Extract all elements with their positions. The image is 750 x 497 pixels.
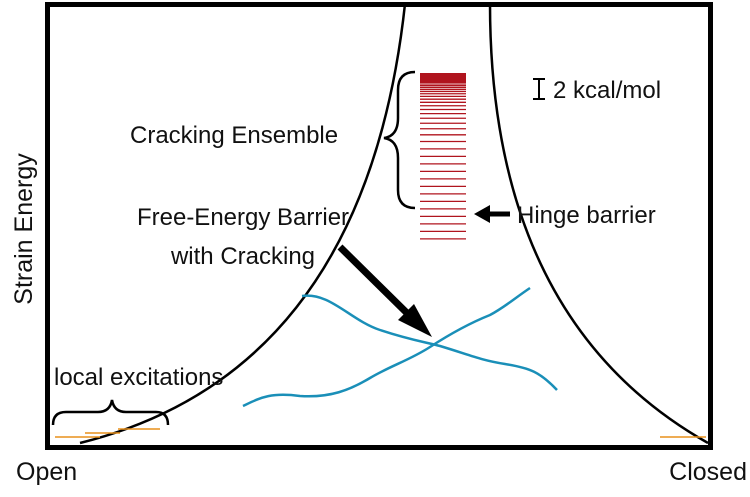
open-state-curve [79,3,407,445]
free-energy-curve-ascending [242,286,531,408]
free-energy-curve-descending [301,294,558,391]
hinge-barrier-arrow [474,205,510,223]
plot-frame [45,2,713,450]
free-energy-barrier-label-line2: with Cracking [170,243,315,270]
x-axis-open-label: Open [16,458,77,486]
local-excitations-brace [51,399,170,426]
scale-bar [533,78,545,100]
cracking-ensemble-label: Cracking Ensemble [130,122,338,149]
closed-state-curve [488,3,709,445]
local-excitation-levels [55,428,706,438]
free-energy-barrier-label-line1: Free-Energy Barrier [137,204,349,231]
cracking-ensemble-levels [420,73,466,240]
energy-level-dense-block [420,73,466,83]
local-excitations-label: local excitations [54,364,223,391]
y-axis-label: Strain Energy [10,153,38,305]
hinge-barrier-label: Hinge barrier [517,202,656,229]
cracking-ensemble-brace [383,70,416,210]
free-energy-barrier-arrow [337,244,432,337]
x-axis-closed-label: Closed [669,458,747,486]
scale-bar-label: 2 kcal/mol [553,77,661,104]
